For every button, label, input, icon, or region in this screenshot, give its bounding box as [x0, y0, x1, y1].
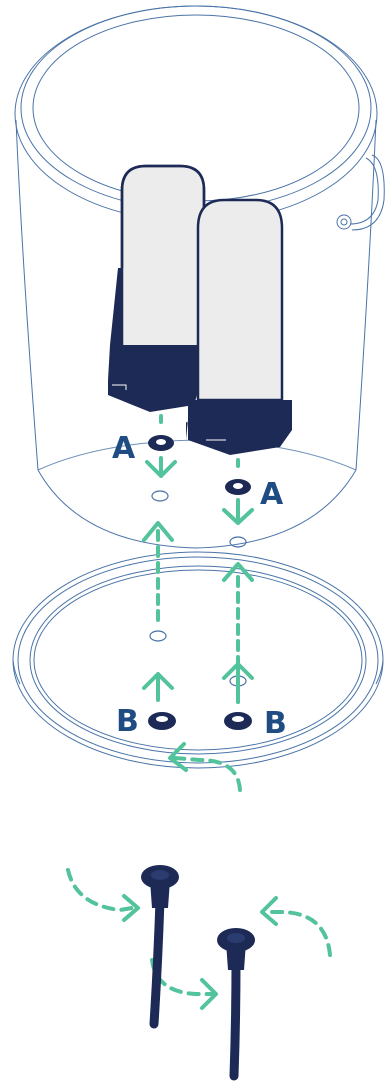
filter-candle-left [108, 164, 206, 412]
arrow-curve-right [264, 910, 332, 957]
gasket-b-right [224, 712, 252, 730]
gasket-a-right [225, 479, 251, 495]
label-a-right: A [260, 477, 284, 512]
arrow-lid-left-up-head [142, 521, 174, 542]
arrow-b-right-up [222, 662, 254, 704]
label-b-left: B [116, 704, 139, 739]
hose-right [217, 928, 255, 1081]
hole-lid-left [149, 630, 167, 642]
lid [12, 551, 384, 769]
gasket-a-left [148, 435, 174, 451]
arrow-curve-bottom-head [200, 978, 218, 1010]
arrow-a-left-down [145, 456, 177, 478]
hose-left [141, 865, 179, 1029]
gasket-b-left [148, 712, 176, 730]
arrow-curve-left-head [122, 894, 140, 922]
hole-bucket-left [151, 490, 169, 502]
label-b-right: B [264, 706, 287, 741]
arrow-curve-top-head [168, 742, 188, 772]
filter-candle-right [186, 198, 292, 455]
arrow-curve-right-head [260, 896, 278, 926]
arrow-a-right-down [222, 498, 254, 525]
label-a-left: A [112, 431, 136, 466]
hole-bucket-right [229, 536, 247, 548]
arrow-curve-left [66, 868, 134, 912]
arrow-b-left-up [142, 672, 174, 702]
arrow-curve-top [173, 756, 242, 792]
arrow-lid-right-up-head [222, 562, 254, 582]
